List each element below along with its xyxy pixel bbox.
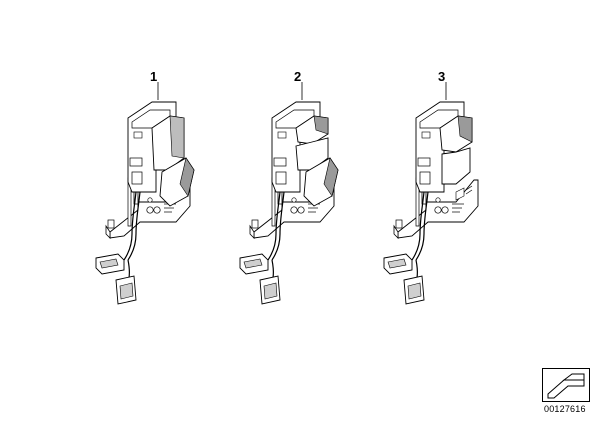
switch-variant-2 [239, 81, 339, 305]
callout-3: 3 [438, 69, 446, 84]
reference-number: 00127616 [544, 404, 586, 414]
switch-variant-1 [95, 81, 195, 305]
switch-variant-3 [383, 81, 479, 305]
callout-2: 2 [294, 69, 302, 84]
folded-sheet-icon [542, 368, 590, 402]
callout-1: 1 [150, 69, 158, 84]
